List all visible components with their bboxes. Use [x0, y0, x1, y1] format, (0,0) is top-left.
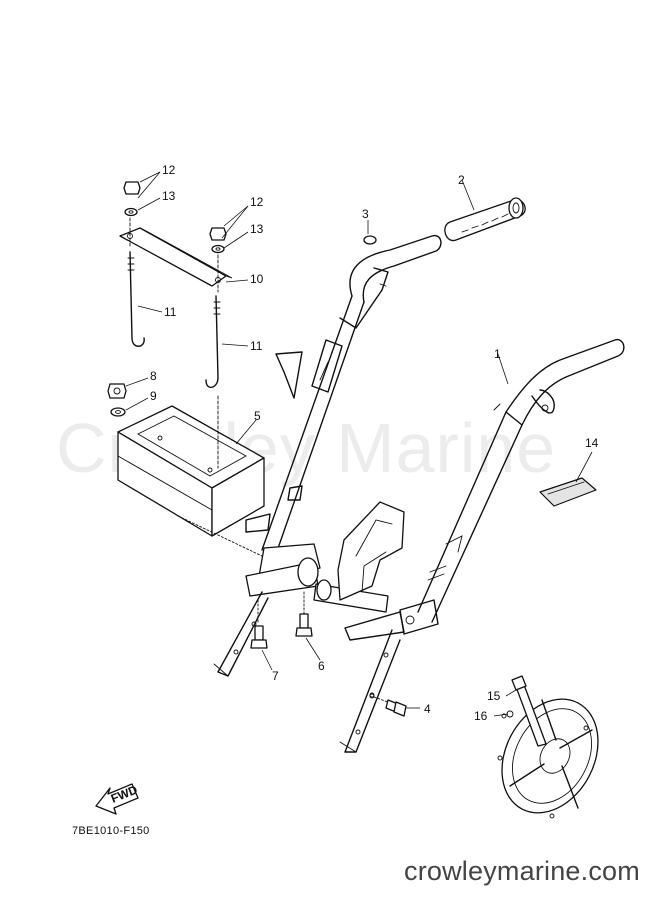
callout-13-left: 13	[162, 189, 176, 203]
callout-1: 1	[494, 347, 501, 361]
callout-8: 8	[150, 369, 157, 383]
nut-8	[107, 383, 127, 399]
callout-3: 3	[362, 207, 369, 221]
callout-14: 14	[585, 436, 599, 450]
washer-13-right	[211, 244, 225, 254]
part-1-tiller-handle	[339, 338, 625, 753]
part-14-plate	[539, 477, 597, 507]
site-footer: crowleymarine.com	[404, 856, 640, 886]
callout-9: 9	[150, 389, 157, 403]
callout-4: 4	[424, 702, 431, 716]
callout-6: 6	[318, 659, 325, 673]
nut-12-left	[123, 181, 141, 195]
center-bracket-assembly	[213, 501, 405, 677]
callout-15: 15	[487, 689, 501, 703]
bolt-7	[250, 599, 268, 649]
callout-16: 16	[474, 709, 488, 723]
leader-lines	[125, 171, 593, 717]
callout-11-left: 11	[164, 305, 177, 319]
callout-12-right: 12	[250, 195, 264, 209]
callout-2: 2	[458, 173, 465, 187]
bolt-4	[369, 693, 407, 717]
nut-12-right	[209, 227, 227, 241]
part-3-handle-cap	[245, 234, 442, 555]
bolt-6	[295, 591, 313, 637]
part-2-grip	[444, 197, 526, 242]
callout-10: 10	[250, 272, 264, 286]
diagram-code: 7BE1010-F150	[72, 825, 150, 837]
fwd-arrow-icon: FWD	[95, 782, 140, 815]
washer-9	[110, 407, 126, 417]
callout-5: 5	[254, 409, 261, 423]
callout-12-left: 12	[162, 163, 176, 177]
callout-13-right: 13	[250, 222, 264, 236]
part-5-battery-box	[117, 405, 265, 557]
washer-13-left	[124, 207, 138, 217]
callout-11-right: 11	[250, 339, 263, 353]
callout-7: 7	[272, 669, 279, 683]
propeller-guard-detail	[497, 675, 599, 819]
battery-strap-and-rods	[119, 217, 233, 469]
